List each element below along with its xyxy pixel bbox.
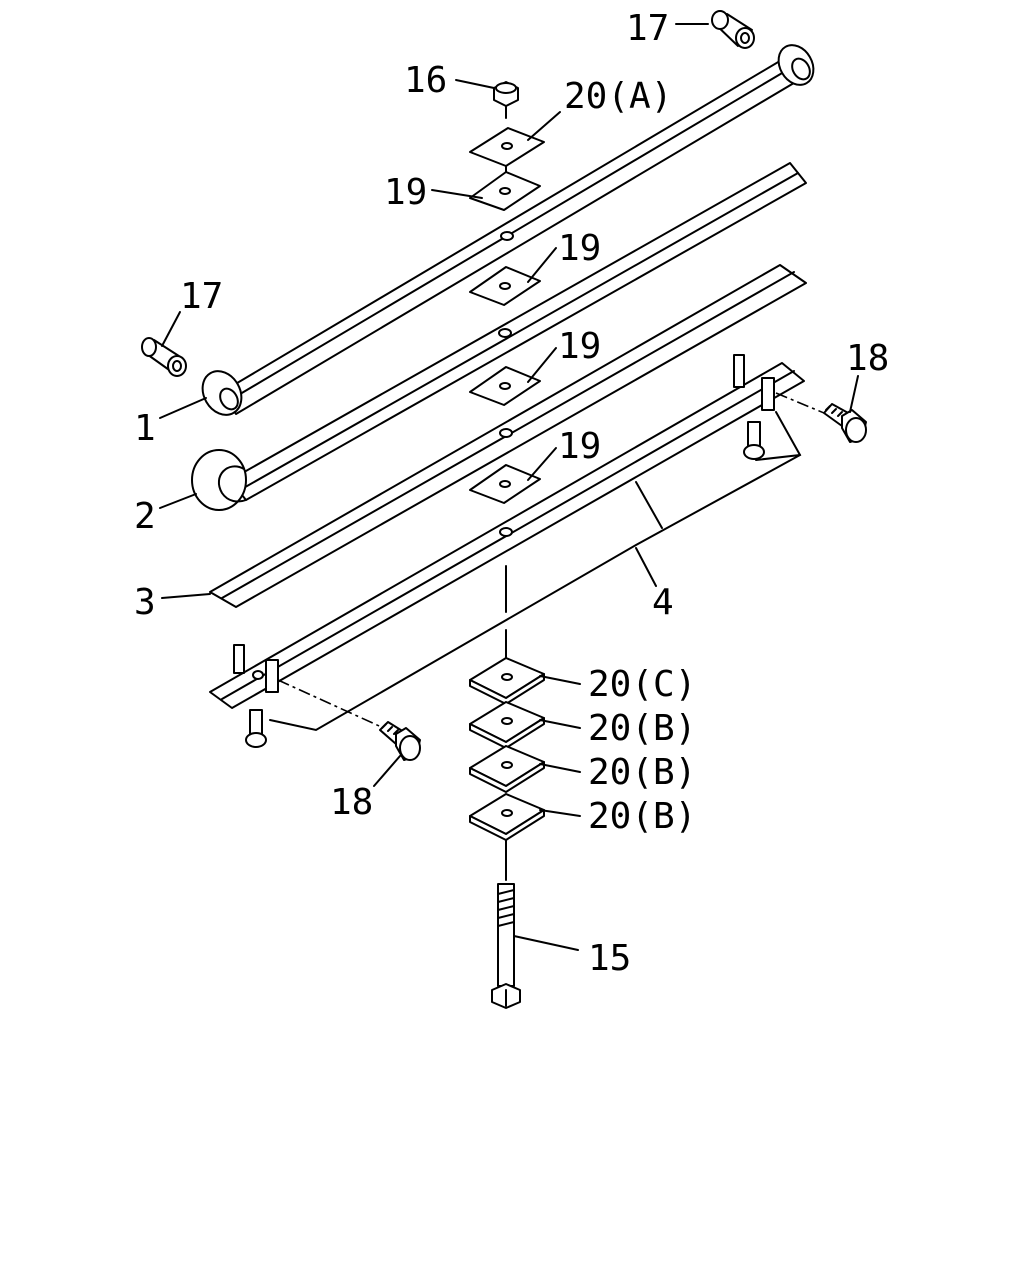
label-20-b2: 20(B) xyxy=(588,752,696,793)
label-20-b1: 20(B) xyxy=(588,708,696,749)
label-20-a: 20(A) xyxy=(564,76,672,117)
label-15: 15 xyxy=(588,938,631,979)
callout-labels: 17 16 20(A) 19 19 17 19 18 1 19 2 3 4 20… xyxy=(134,8,889,979)
label-18-left: 18 xyxy=(330,782,373,823)
leaf-3 xyxy=(209,264,807,608)
leaf-4 xyxy=(209,354,805,748)
label-19-b: 19 xyxy=(558,228,601,269)
label-20-b3: 20(B) xyxy=(588,796,696,837)
label-19-c: 19 xyxy=(558,326,601,367)
label-16: 16 xyxy=(404,60,447,101)
nut-16 xyxy=(493,81,519,119)
leaf-2 xyxy=(191,162,807,511)
label-19-d: 19 xyxy=(558,426,601,467)
label-2: 2 xyxy=(134,496,156,537)
label-4: 4 xyxy=(652,582,674,623)
label-18-right: 18 xyxy=(846,338,889,379)
label-17-top: 17 xyxy=(626,8,669,49)
bushing-17-left xyxy=(141,337,187,377)
center-bolt-15 xyxy=(491,883,521,1009)
bushing-17-top xyxy=(711,10,755,49)
label-20-c: 20(C) xyxy=(588,664,696,705)
bolt-18-left xyxy=(379,721,421,761)
label-19-a: 19 xyxy=(384,172,427,213)
label-3: 3 xyxy=(134,582,156,623)
label-17-left: 17 xyxy=(180,276,223,317)
bolt-18-right xyxy=(823,403,867,443)
leaf-1 xyxy=(201,44,815,416)
leader-lines xyxy=(159,23,859,951)
label-1: 1 xyxy=(134,408,156,449)
